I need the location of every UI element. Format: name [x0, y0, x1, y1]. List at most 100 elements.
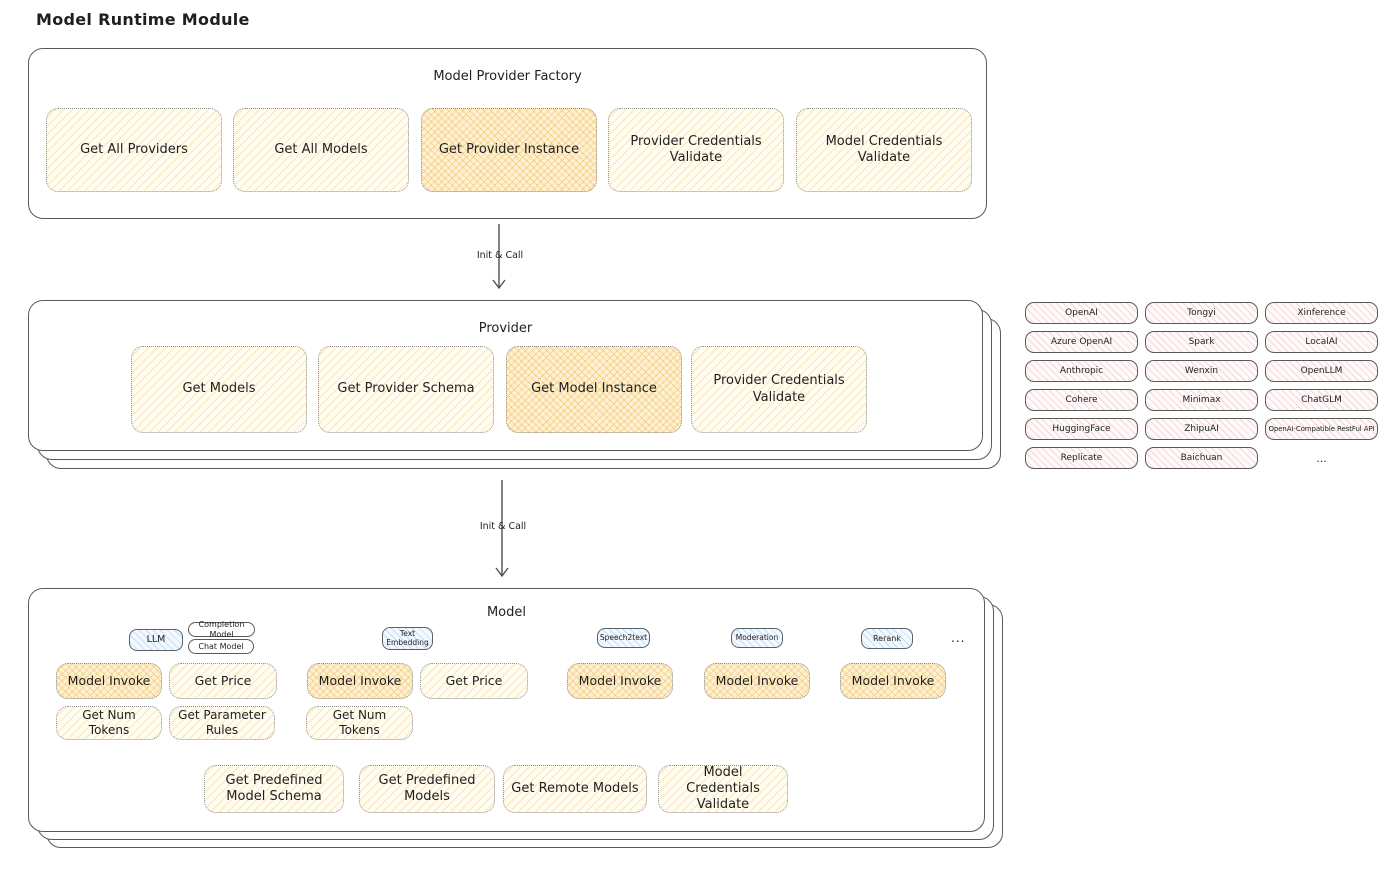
provider-get-model-instance-button: Get Model Instance [506, 346, 682, 433]
badge-chat-model: Chat Model [188, 639, 254, 654]
factory-get-all-providers-button: Get All Providers [46, 108, 222, 192]
providers-panel: OpenAI Tongyi Xinference Azure OpenAI Sp… [1025, 302, 1378, 469]
button-label: Get Remote Models [511, 780, 639, 796]
badge-moderation: Moderation [731, 628, 783, 648]
llm-get-price-button: Get Price [169, 663, 277, 699]
embedding-model-invoke-button: Model Invoke [307, 663, 413, 699]
provider-item-label: HuggingFace [1052, 424, 1111, 434]
provider-item-label: Xinference [1297, 308, 1346, 318]
arrow-label-init-call-2: Init & Call [479, 521, 527, 532]
provider-item-replicate: Replicate [1025, 447, 1138, 469]
provider-item-chatglm: ChatGLM [1265, 389, 1378, 411]
provider-item-huggingface: HuggingFace [1025, 418, 1138, 440]
badge-rerank: Rerank [861, 628, 913, 649]
button-label: Get All Providers [80, 141, 188, 157]
get-remote-models-button: Get Remote Models [503, 765, 647, 813]
embedding-get-num-tokens-button: Get Num Tokens [306, 706, 413, 740]
factory-get-provider-instance-button: Get Provider Instance [421, 108, 597, 192]
badge-label: Text Embedding [386, 628, 429, 647]
provider-item-label: Replicate [1060, 453, 1103, 463]
provider-item-azure-openai: Azure OpenAI [1025, 331, 1138, 353]
button-label: Get Price [194, 673, 252, 689]
badge-label: Speech2text [599, 632, 648, 642]
provider-item-label: OpenLLM [1300, 366, 1343, 376]
provider-box-title: Provider [478, 321, 533, 336]
provider-item-label: Baichuan [1180, 453, 1223, 463]
provider-item-label: Cohere [1065, 395, 1098, 405]
provider-item-spark: Spark [1145, 331, 1258, 353]
provider-get-provider-schema-button: Get Provider Schema [318, 346, 494, 433]
get-predefined-models-button: Get Predefined Models [359, 765, 495, 813]
badge-label: LLM [146, 633, 166, 645]
button-label: Model Credentials Validate [825, 133, 943, 165]
provider-item-minimax: Minimax [1145, 389, 1258, 411]
provider-item-openllm: OpenLLM [1265, 360, 1378, 382]
button-label: Get Provider Instance [438, 141, 580, 157]
button-label: Model Invoke [715, 673, 799, 689]
badge-label: Rerank [872, 633, 901, 643]
badge-completion-model: Completion Model [188, 620, 255, 639]
button-label: Model Invoke [318, 673, 402, 689]
factory-box-title: Model Provider Factory [433, 69, 582, 84]
button-label: Provider Credentials Validate [630, 133, 762, 165]
button-label: Model Invoke [578, 673, 662, 689]
factory-get-all-models-button: Get All Models [233, 108, 409, 192]
provider-item-label: Spark [1188, 337, 1215, 347]
llm-get-num-tokens-button: Get Num Tokens [56, 706, 162, 740]
provider-item-label: Azure OpenAI [1050, 337, 1113, 347]
provider-item-cohere: Cohere [1025, 389, 1138, 411]
provider-item-label: Minimax [1182, 395, 1221, 405]
get-predefined-model-schema-button: Get Predefined Model Schema [204, 765, 344, 813]
button-label: Get Num Tokens [332, 708, 387, 737]
llm-get-parameter-rules-button: Get Parameter Rules [169, 706, 275, 740]
embedding-get-price-button: Get Price [420, 663, 528, 699]
moderation-model-invoke-button: Model Invoke [704, 663, 810, 699]
button-label: Get Predefined Model Schema [225, 772, 323, 804]
llm-model-invoke-button: Model Invoke [56, 663, 162, 699]
rerank-model-invoke-button: Model Invoke [840, 663, 946, 699]
provider-item-baichuan: Baichuan [1145, 447, 1258, 469]
button-label: Get Model Instance [531, 381, 657, 397]
provider-item-label: Wenxin [1184, 366, 1219, 376]
button-label: Provider Credentials Validate [713, 373, 845, 405]
provider-item-label: ChatGLM [1301, 395, 1342, 405]
arrow-provider-to-model [495, 480, 509, 578]
model-badges-more-dots: ... [951, 631, 966, 645]
badge-llm: LLM [129, 629, 183, 651]
button-label: Get Parameter Rules [178, 708, 266, 737]
provider-item-label: ZhipuAI [1184, 424, 1219, 434]
provider-item-label: OpenAI-Compatible RestFul API [1268, 425, 1375, 433]
provider-provider-credentials-validate-button: Provider Credentials Validate [691, 346, 867, 433]
provider-get-models-button: Get Models [131, 346, 307, 433]
badge-label: Completion Model [198, 620, 245, 639]
model-box-title: Model [486, 605, 527, 620]
badge-text-embedding: Text Embedding [382, 627, 433, 650]
provider-item-label: Anthropic [1059, 366, 1104, 376]
button-label: Model Invoke [851, 673, 935, 689]
button-label: Get All Models [274, 141, 368, 157]
badge-speech2text: Speech2text [597, 628, 650, 648]
button-label: Get Provider Schema [337, 381, 475, 397]
factory-model-credentials-validate-button: Model Credentials Validate [796, 108, 972, 192]
factory-box: Model Provider Factory Get All Providers… [28, 48, 987, 219]
provider-item-anthropic: Anthropic [1025, 360, 1138, 382]
speech2text-model-invoke-button: Model Invoke [567, 663, 673, 699]
provider-item-openai-compatible-restful-api: OpenAI-Compatible RestFul API [1265, 418, 1378, 440]
page-title: Model Runtime Module [36, 10, 250, 29]
provider-box: Provider Get Models Get Provider Schema … [28, 300, 983, 451]
provider-item-label: LocalAI [1305, 337, 1338, 347]
provider-item-label: OpenAI [1065, 308, 1098, 318]
provider-item-tongyi: Tongyi [1145, 302, 1258, 324]
button-label: Get Price [445, 673, 503, 689]
badge-label: Chat Model [198, 641, 244, 651]
provider-item-localai: LocalAI [1265, 331, 1378, 353]
button-label: Model Credentials Validate [686, 764, 760, 813]
arrow-factory-to-provider [492, 224, 506, 290]
model-box: Model LLM Completion Model Chat Model Te… [28, 588, 985, 832]
model-credentials-validate-button: Model Credentials Validate [658, 765, 788, 813]
button-label: Get Num Tokens [82, 708, 136, 737]
button-label: Get Predefined Models [378, 772, 476, 804]
provider-item-openai: OpenAI [1025, 302, 1138, 324]
provider-item-zhipuai: ZhipuAI [1145, 418, 1258, 440]
